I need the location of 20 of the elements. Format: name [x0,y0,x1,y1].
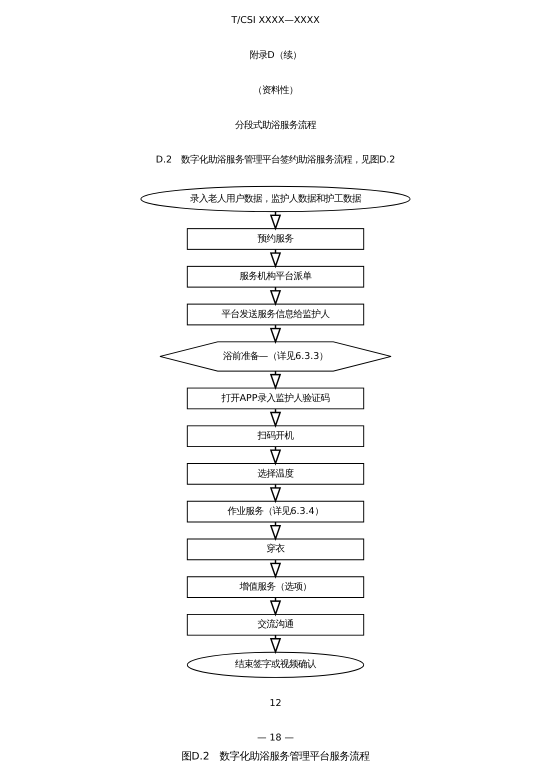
node-box: 平台发送服务信息给监护人 [186,304,364,326]
label: 分段式助浴服务流程 [234,120,316,131]
label: 附录D（续） [248,50,302,62]
node-box: 选择温度 [186,463,364,485]
node-box: 预约服务 [186,228,364,250]
caption: 图D.2 数字化助浴服务管理平台服务流程 [181,750,369,762]
node-ellipse: 结束签字或视频确认 [186,652,364,678]
node-ellipse: 录入老人用户数据，监护人数据和护工数据 [140,186,410,212]
node-box: 穿衣 [186,538,364,560]
label: （资料性） [252,84,298,96]
node-box: 交流沟通 [186,614,364,636]
label: — 18 — [256,732,294,744]
node-box: 打开APP录入监护人验证码 [186,388,364,410]
node-box: 服务机构平台派单 [186,266,364,288]
node-box: 增值服务（选项） [186,576,364,598]
node-box: 作业服务（详见6.3.4） [186,500,364,522]
node-box: 扫码开机 [186,425,364,448]
label: T/CSI XXXX—XXXX [230,15,320,26]
label: D.2 数字化助浴服务管理平台签约助浴服务流程，见图D.2 [155,154,395,166]
label: 12 [269,698,282,709]
